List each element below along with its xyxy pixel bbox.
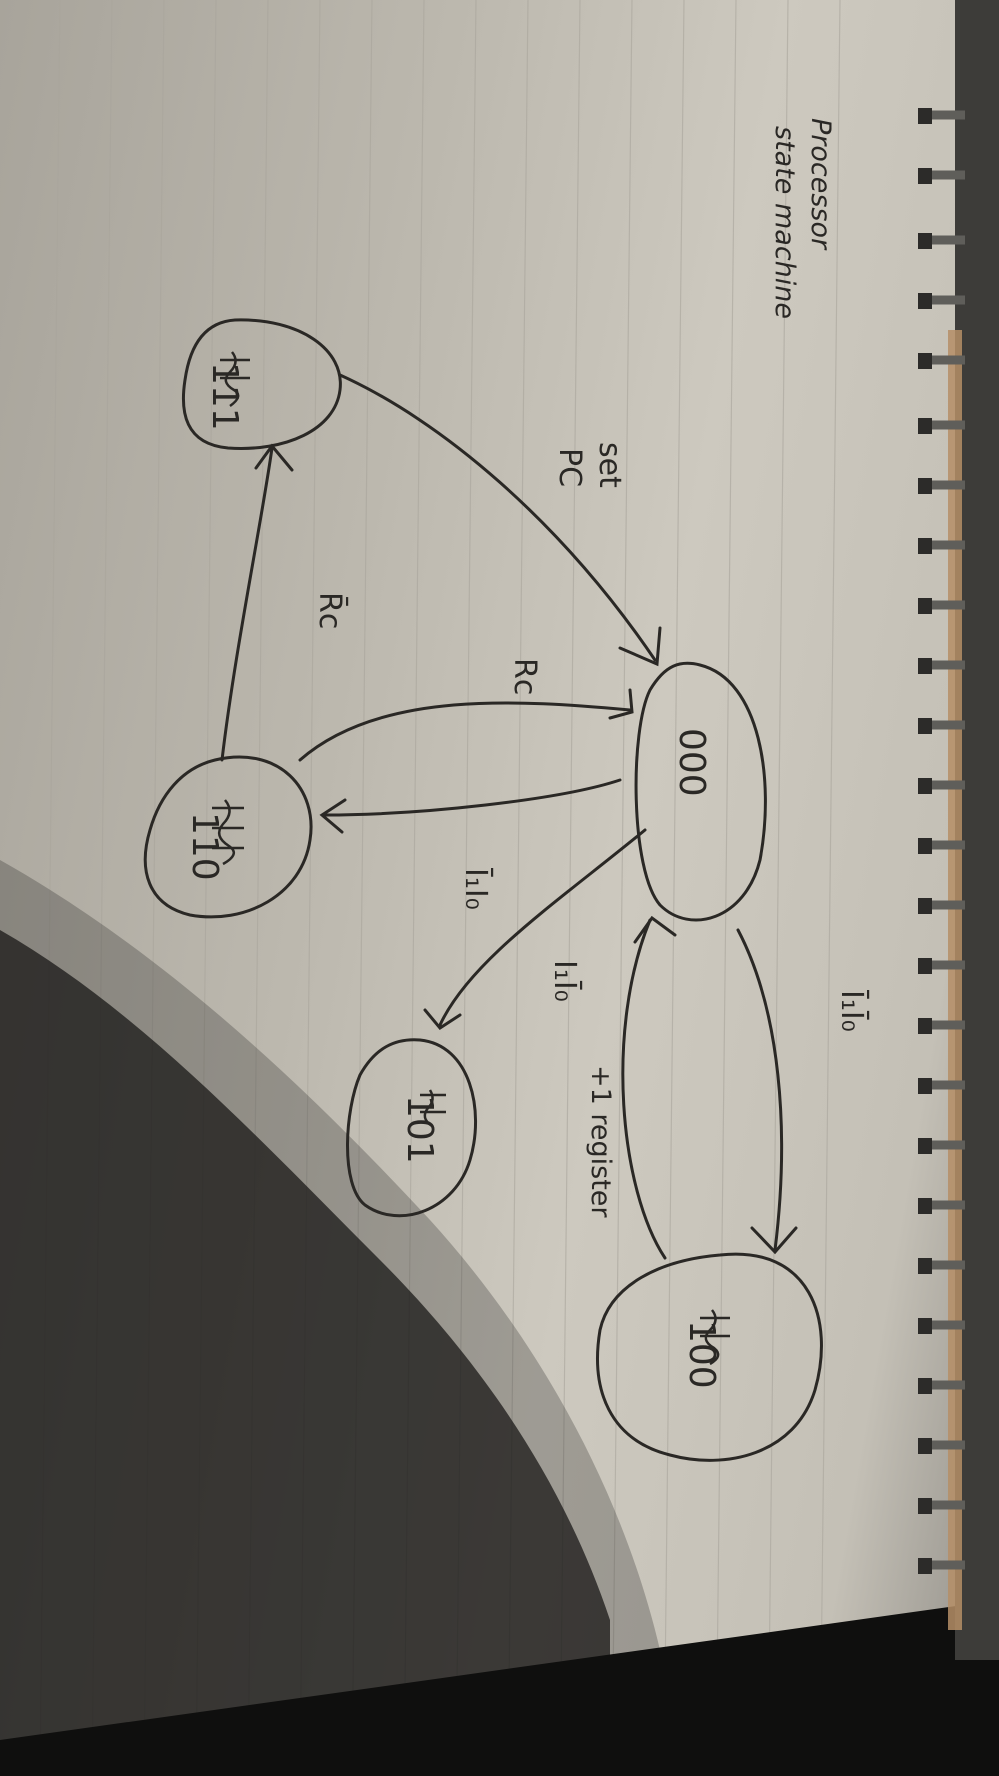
state-101-label: 101 (399, 1095, 440, 1164)
state-labels: 111 000 110 101 100 (184, 362, 722, 1389)
arrowhead-000-from-100 (633, 915, 677, 944)
label-rc: Rc (507, 658, 542, 695)
state-oval-000 (634, 661, 767, 922)
label-set: set (592, 442, 627, 488)
label-i1bar-i0: Ī₁I₀ (458, 868, 494, 910)
label-plus-one-register: +1 register (585, 1065, 616, 1218)
arrowhead-000-incoming (608, 688, 634, 720)
heading-line-1: Processor (805, 118, 836, 251)
edge-111-to-000 (338, 373, 657, 662)
arrowhead-100 (750, 1226, 798, 1255)
edge-000-to-100 (736, 928, 784, 1252)
label-pc: PC (552, 448, 587, 487)
spiral-binding (918, 0, 999, 1660)
arrowhead-111-from-110 (254, 443, 294, 472)
scribbles (212, 351, 730, 1366)
edge-000-to-101 (438, 828, 647, 1027)
heading-line-2: state machine (769, 126, 800, 319)
label-i1bar-i0bar: Ī₁Ī₀ (834, 990, 870, 1032)
state-oval-100 (596, 1252, 823, 1462)
edge-000-to-110-upper (298, 701, 632, 762)
state-100-label: 100 (681, 1320, 722, 1389)
state-oval-101 (346, 1038, 477, 1218)
arrowhead-101 (423, 1008, 462, 1030)
desk-edge (0, 1600, 999, 1776)
state-000-label: 000 (671, 728, 712, 797)
label-i1-i0bar: I₁Ī₀ (547, 960, 583, 1002)
state-oval-111 (181, 318, 342, 450)
hand-shadow (0, 930, 610, 1776)
edge-110-to-000-lower (323, 778, 622, 817)
edge-110-to-111 (220, 446, 274, 762)
heading: Processor state machine (769, 118, 836, 319)
shadow-soft-edge (0, 860, 690, 1776)
arrowhead-000-from-111 (618, 626, 662, 667)
ruled-lines (39, 0, 841, 1776)
state-oval-110 (143, 755, 313, 919)
arrowhead-110-incoming (319, 798, 347, 834)
transition-labels: set PC Rc R̄c Ī₁I₀ I₁Ī₀ Ī₁Ī₀ +1 register (312, 442, 870, 1218)
edge-100-to-000 (621, 918, 667, 1260)
state-110-label: 110 (184, 812, 225, 881)
label-rc-bar: R̄c (312, 592, 348, 629)
